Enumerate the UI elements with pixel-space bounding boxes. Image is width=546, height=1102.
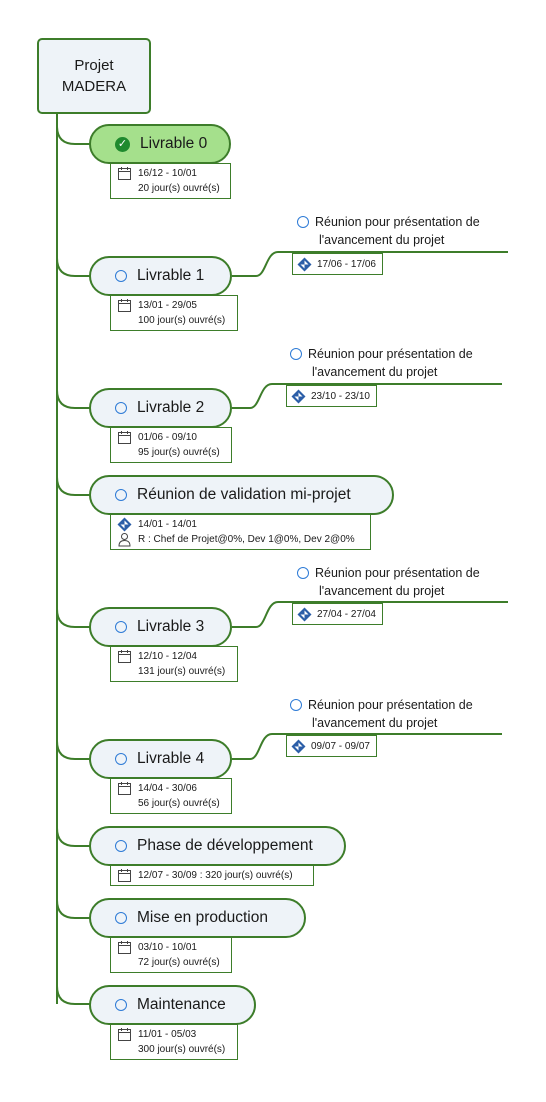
task-dates: 14/01 - 14/01 [138,519,197,530]
open-circle-icon [290,348,302,360]
meeting-info-2: 23/10 - 23/10 [286,385,377,407]
calendar-icon [118,869,131,882]
root-node[interactable]: Projet MADERA [37,38,151,114]
open-circle-icon [115,999,127,1011]
meeting-dates: 27/04 - 27/04 [317,608,376,620]
task-duration: 100 jour(s) ouvré(s) [138,315,226,326]
task-info-mise-en-production: 03/10 - 10/01 72 jour(s) ouvré(s) [110,937,232,973]
open-circle-icon [115,753,127,765]
task-label: Livrable 3 [137,618,205,635]
milestone-icon [291,389,306,403]
milestone-icon [297,257,312,271]
milestone-icon [291,739,306,753]
task-duration: 72 jour(s) ouvré(s) [138,957,220,968]
task-node-maintenance[interactable]: Maintenance [89,985,256,1025]
task-dates: 03/10 - 10/01 [138,942,197,953]
task-info-reunion-validation: 14/01 - 14/01 R : Chef de Projet@0%, Dev… [110,514,371,550]
open-circle-icon [297,567,309,579]
task-duration: 131 jour(s) ouvré(s) [138,666,226,677]
task-label: Livrable 1 [137,267,205,284]
open-circle-icon [290,699,302,711]
meeting-title-line1: Réunion pour présentation de [315,215,480,229]
task-info-phase-developpement: 12/07 - 30/09 : 320 jour(s) ouvré(s) [110,865,314,886]
task-node-livrable-1[interactable]: Livrable 1 [89,256,232,296]
meeting-dates: 09/07 - 09/07 [311,740,370,752]
task-node-livrable-2[interactable]: Livrable 2 [89,388,232,428]
person-icon [118,533,131,547]
task-node-phase-developpement[interactable]: Phase de développement [89,826,346,866]
task-label: Phase de développement [137,837,313,854]
task-label: Livrable 4 [137,750,205,767]
task-resources: R : Chef de Projet@0%, Dev 1@0%, Dev 2@0… [138,534,355,545]
calendar-icon [118,431,131,444]
task-info-livrable-1: 13/01 - 29/05 100 jour(s) ouvré(s) [110,295,238,331]
task-info-maintenance: 11/01 - 05/03 300 jour(s) ouvré(s) [110,1024,238,1060]
meeting-info-3: 27/04 - 27/04 [292,603,383,625]
task-dates: 12/07 - 30/09 : 320 jour(s) ouvré(s) [138,870,293,881]
calendar-icon [118,941,131,954]
meeting-info-4: 09/07 - 09/07 [286,735,377,757]
task-label: Maintenance [137,996,226,1013]
task-duration: 20 jour(s) ouvré(s) [138,183,220,194]
meeting-title-line2: l'avancement du projet [319,584,445,598]
calendar-icon [118,299,131,312]
meeting-dates: 17/06 - 17/06 [317,258,376,270]
open-circle-icon [115,270,127,282]
task-node-mise-en-production[interactable]: Mise en production [89,898,306,938]
task-label: Mise en production [137,909,268,926]
calendar-icon [118,1028,131,1041]
task-duration: 95 jour(s) ouvré(s) [138,447,220,458]
meeting-title-line1: Réunion pour présentation de [308,347,473,361]
task-duration: 300 jour(s) ouvré(s) [138,1044,226,1055]
meeting-title-line1: Réunion pour présentation de [315,566,480,580]
task-dates: 13/01 - 29/05 [138,300,197,311]
meeting-node-3[interactable]: Réunion pour présentation de l'avancemen… [297,564,480,600]
meeting-dates: 23/10 - 23/10 [311,390,370,402]
open-circle-icon [115,621,127,633]
open-circle-icon [115,402,127,414]
task-duration: 56 jour(s) ouvré(s) [138,798,220,809]
task-node-reunion-validation[interactable]: Réunion de validation mi-projet [89,475,394,515]
task-dates: 12/10 - 12/04 [138,651,197,662]
open-circle-icon [297,216,309,228]
task-dates: 14/04 - 30/06 [138,783,197,794]
calendar-icon [118,650,131,663]
task-dates: 11/01 - 05/03 [138,1029,197,1040]
open-circle-icon [115,489,127,501]
task-dates: 01/06 - 09/10 [138,432,197,443]
meeting-title-line2: l'avancement du projet [319,233,445,247]
task-label: Réunion de validation mi-projet [137,486,351,503]
milestone-icon [297,607,312,621]
task-node-livrable-3[interactable]: Livrable 3 [89,607,232,647]
check-circle-icon: ✓ [115,136,130,152]
meeting-title-line2: l'avancement du projet [312,716,438,730]
task-node-livrable-4[interactable]: Livrable 4 [89,739,232,779]
open-circle-icon [115,840,127,852]
meeting-node-1[interactable]: Réunion pour présentation de l'avancemen… [297,213,480,249]
meeting-node-2[interactable]: Réunion pour présentation de l'avancemen… [290,345,473,381]
task-label: Livrable 2 [137,399,205,416]
task-label: Livrable 0 [140,135,208,152]
root-title-line1: Projet [74,57,114,74]
meeting-node-4[interactable]: Réunion pour présentation de l'avancemen… [290,696,473,732]
task-info-livrable-4: 14/04 - 30/06 56 jour(s) ouvré(s) [110,778,232,814]
meeting-title-line1: Réunion pour présentation de [308,698,473,712]
meeting-info-1: 17/06 - 17/06 [292,253,383,275]
task-node-livrable-0[interactable]: ✓ Livrable 0 [89,124,231,164]
milestone-icon [117,517,132,532]
open-circle-icon [115,912,127,924]
calendar-icon [118,782,131,795]
task-info-livrable-3: 12/10 - 12/04 131 jour(s) ouvré(s) [110,646,238,682]
root-title-line2: MADERA [61,78,127,95]
task-info-livrable-2: 01/06 - 09/10 95 jour(s) ouvré(s) [110,427,232,463]
task-info-livrable-0: 16/12 - 10/01 20 jour(s) ouvré(s) [110,163,231,199]
meeting-title-line2: l'avancement du projet [312,365,438,379]
calendar-icon [118,167,131,180]
task-dates: 16/12 - 10/01 [138,168,197,179]
